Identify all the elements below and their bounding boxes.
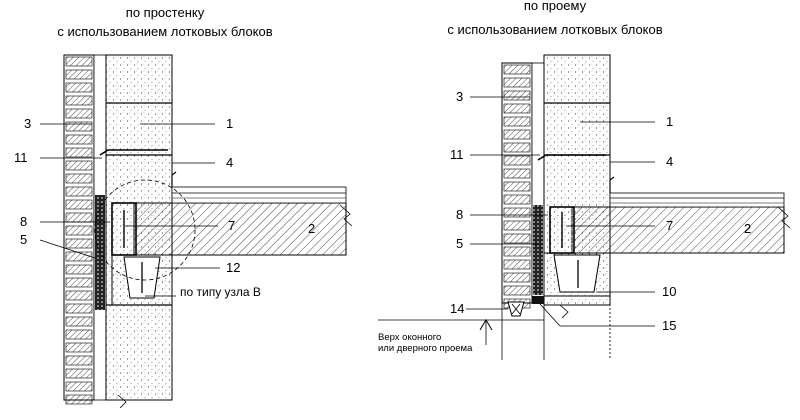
brick: [65, 56, 93, 67]
brick: [65, 199, 93, 210]
right-brick-facing: [501, 62, 533, 309]
left-detail-circle: [94, 179, 196, 281]
left-title-line1: по простенку: [126, 5, 205, 20]
right-callout-4: 4: [666, 154, 673, 169]
brick: [65, 342, 93, 353]
left-callout-2: 2: [308, 221, 315, 236]
right-callout-5: 5: [456, 236, 463, 251]
brick: [65, 69, 93, 80]
brick: [65, 212, 93, 223]
brick: [65, 368, 93, 379]
brick: [65, 225, 93, 236]
right-detail: по проему с использованием лотковых блок…: [378, 0, 791, 360]
left-callout-11: 11: [14, 150, 28, 165]
brick: [65, 329, 93, 340]
left-title-line2: с использованием лотковых блоков: [57, 24, 272, 39]
left-brick-facing: [63, 54, 95, 405]
brick: [65, 303, 93, 314]
left-tray-block-bottom: [111, 254, 173, 306]
brick: [503, 246, 531, 257]
left-slab: [133, 186, 347, 256]
brick: [65, 82, 93, 93]
left-callout-12: 12: [226, 260, 240, 275]
brick: [503, 90, 531, 101]
right-callout-2: 2: [744, 221, 751, 236]
right-callout-1: 1: [666, 114, 673, 129]
brick: [503, 142, 531, 153]
right-callout-8: 8: [456, 207, 463, 222]
brick: [503, 207, 531, 218]
brick: [65, 238, 93, 249]
left-detail: по простенку с использованием лотковых б…: [14, 5, 353, 409]
right-callout-7: 7: [666, 218, 673, 233]
brick: [503, 129, 531, 140]
brick: [65, 134, 93, 145]
left-callout-7: 7: [228, 218, 235, 233]
brick: [503, 259, 531, 270]
brick: [65, 147, 93, 158]
brick: [65, 355, 93, 366]
left-callouts: 3 1 11 4 8 7 2 5 12 по типу узла В: [14, 116, 315, 299]
left-flashing: [99, 149, 168, 156]
brick: [65, 186, 93, 197]
right-callout-3: 3: [456, 89, 463, 104]
right-callout-15: 15: [662, 318, 676, 333]
brick: [65, 277, 93, 288]
brick: [65, 160, 93, 171]
brick: [65, 381, 93, 392]
right-callout-10: 10: [662, 284, 676, 299]
right-callout-11: 11: [450, 147, 464, 162]
right-slab: [571, 192, 785, 254]
brick: [503, 168, 531, 179]
brick: [65, 95, 93, 106]
left-callout-5: 5: [20, 232, 27, 247]
brick: [65, 121, 93, 132]
right-title-line2: с использованием лотковых блоков: [447, 22, 662, 37]
brick: [503, 220, 531, 231]
left-callout-4: 4: [226, 155, 233, 170]
brick: [503, 194, 531, 205]
brick: [503, 233, 531, 244]
left-callout-1: 1: [226, 116, 233, 131]
right-title-line1: по проему: [524, 0, 587, 13]
brick: [65, 108, 93, 119]
brick: [65, 394, 93, 405]
right-sealant: [532, 296, 544, 304]
right-tray-block-bottom: [543, 252, 611, 297]
brick: [65, 290, 93, 301]
brick: [65, 316, 93, 327]
brick: [503, 285, 531, 296]
right-insulation: [533, 205, 543, 295]
brick: [65, 173, 93, 184]
brick: [503, 181, 531, 192]
right-level-note-line2: или дверного проема: [378, 343, 473, 354]
left-callout-3: 3: [24, 116, 31, 131]
brick: [65, 264, 93, 275]
brick: [65, 251, 93, 262]
right-flashing: [537, 154, 606, 161]
brick: [503, 116, 531, 127]
right-callouts: 3 1 11 4 8 7 2 5 10 14 15 Верх оконного …: [378, 89, 751, 354]
brick: [503, 103, 531, 114]
brick: [503, 77, 531, 88]
left-callout-8: 8: [20, 214, 27, 229]
brick: [503, 272, 531, 283]
brick: [503, 64, 531, 75]
left-node-note: по типу узла В: [180, 285, 261, 299]
right-level-note-line1: Верх оконного: [378, 332, 441, 343]
brick: [503, 155, 531, 166]
right-callout-14: 14: [450, 301, 464, 316]
